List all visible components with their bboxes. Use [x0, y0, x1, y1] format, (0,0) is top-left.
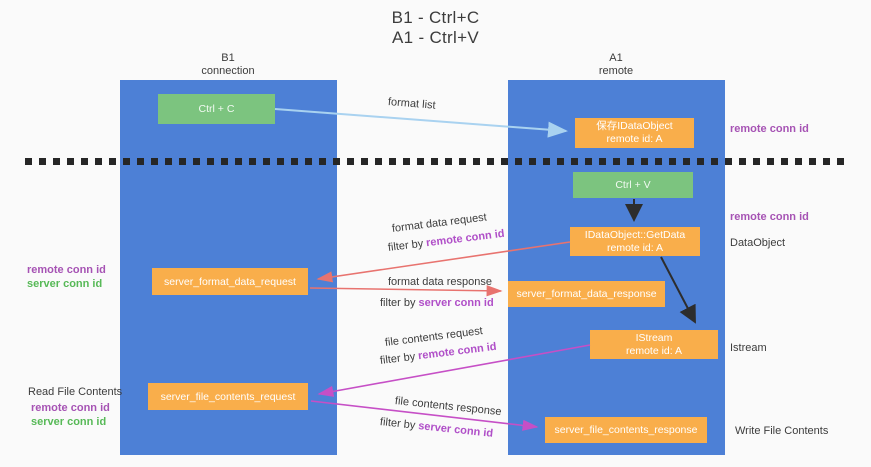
remote-conn-id-highlight: remote conn id [417, 340, 498, 363]
arrow-format-data-response [309, 285, 503, 297]
right-column-name: A1 [609, 52, 623, 64]
label-istream: Istream [730, 342, 767, 354]
server-conn-id-highlight: server conn id [417, 420, 494, 440]
box-server-file-contents-request: server_file_contents_request [148, 383, 308, 410]
filter-by-text: filter by [379, 350, 416, 367]
box-ctrl-c: Ctrl + C [158, 94, 275, 124]
filter-by-text: filter by [379, 416, 416, 432]
save-dataobject-line2: remote id: A [606, 133, 663, 145]
ctrl-v-label: Ctrl + V [615, 179, 651, 191]
title-line-1: B1 - Ctrl+C [391, 8, 480, 27]
annotation-format-list: format list [387, 96, 437, 112]
server-conn-id-highlight: server conn id [418, 297, 494, 309]
box-istream: IStream remote id: A [590, 330, 718, 359]
server-file-contents-request-label: server_file_contents_request [160, 390, 296, 403]
box-server-format-data-request: server_format_data_request [152, 268, 308, 295]
server-file-contents-response-label: server_file_contents_response [554, 424, 698, 436]
filter-by-text: filter by [380, 297, 416, 309]
annotation-format-data-response: format data response [388, 276, 492, 288]
save-dataobject-line1: 保存IDataObject [596, 120, 673, 132]
box-save-dataobject: 保存IDataObject remote id: A [575, 118, 694, 148]
right-column-header: A1 remote [556, 52, 676, 78]
ctrl-c-label: Ctrl + C [198, 103, 235, 115]
box-ctrl-v: Ctrl + V [573, 172, 693, 198]
server-format-data-request-label: server_format_data_request [164, 275, 296, 288]
left-column-name: B1 [221, 52, 235, 64]
getdata-line2: remote id: A [606, 241, 664, 254]
label-remote-conn-id-left-1: remote conn id [27, 264, 106, 276]
server-format-data-response-label: server_format_data_response [516, 288, 657, 300]
box-server-file-contents-response: server_file_contents_response [545, 417, 707, 443]
label-remote-conn-id-left-2: remote conn id [31, 402, 110, 414]
title-line-2: A1 - Ctrl+V [392, 28, 479, 47]
istream-line2: remote id: A [625, 344, 683, 357]
dashed-separator [25, 158, 847, 165]
right-column-subtitle: remote [598, 65, 634, 77]
remote-conn-id-highlight: remote conn id [425, 227, 506, 250]
box-idataobject-getdata: IDataObject::GetData remote id: A [570, 227, 700, 256]
label-dataobject: DataObject [730, 237, 786, 249]
left-column-subtitle: connection [201, 65, 255, 77]
diagram-title: B1 - Ctrl+C A1 - Ctrl+V [0, 8, 871, 48]
getdata-line1: IDataObject::GetData [584, 228, 686, 241]
filter-by-text: filter by [387, 237, 424, 254]
left-column-header: B1 connection [168, 52, 288, 78]
annotation-file-contents-response: file contents response [394, 395, 503, 419]
label-server-conn-id-left-2: server conn id [31, 416, 107, 428]
istream-line1: IStream [635, 331, 673, 344]
label-remote-conn-id-mid-right: remote conn id [730, 211, 809, 223]
label-server-conn-id-left-1: server conn id [27, 278, 103, 290]
box-server-format-data-response: server_format_data_response [508, 281, 665, 307]
label-write-file-contents: Write File Contents [735, 425, 829, 437]
label-remote-conn-id-top-right: remote conn id [730, 123, 809, 135]
label-read-file-contents: Read File Contents [28, 386, 123, 398]
